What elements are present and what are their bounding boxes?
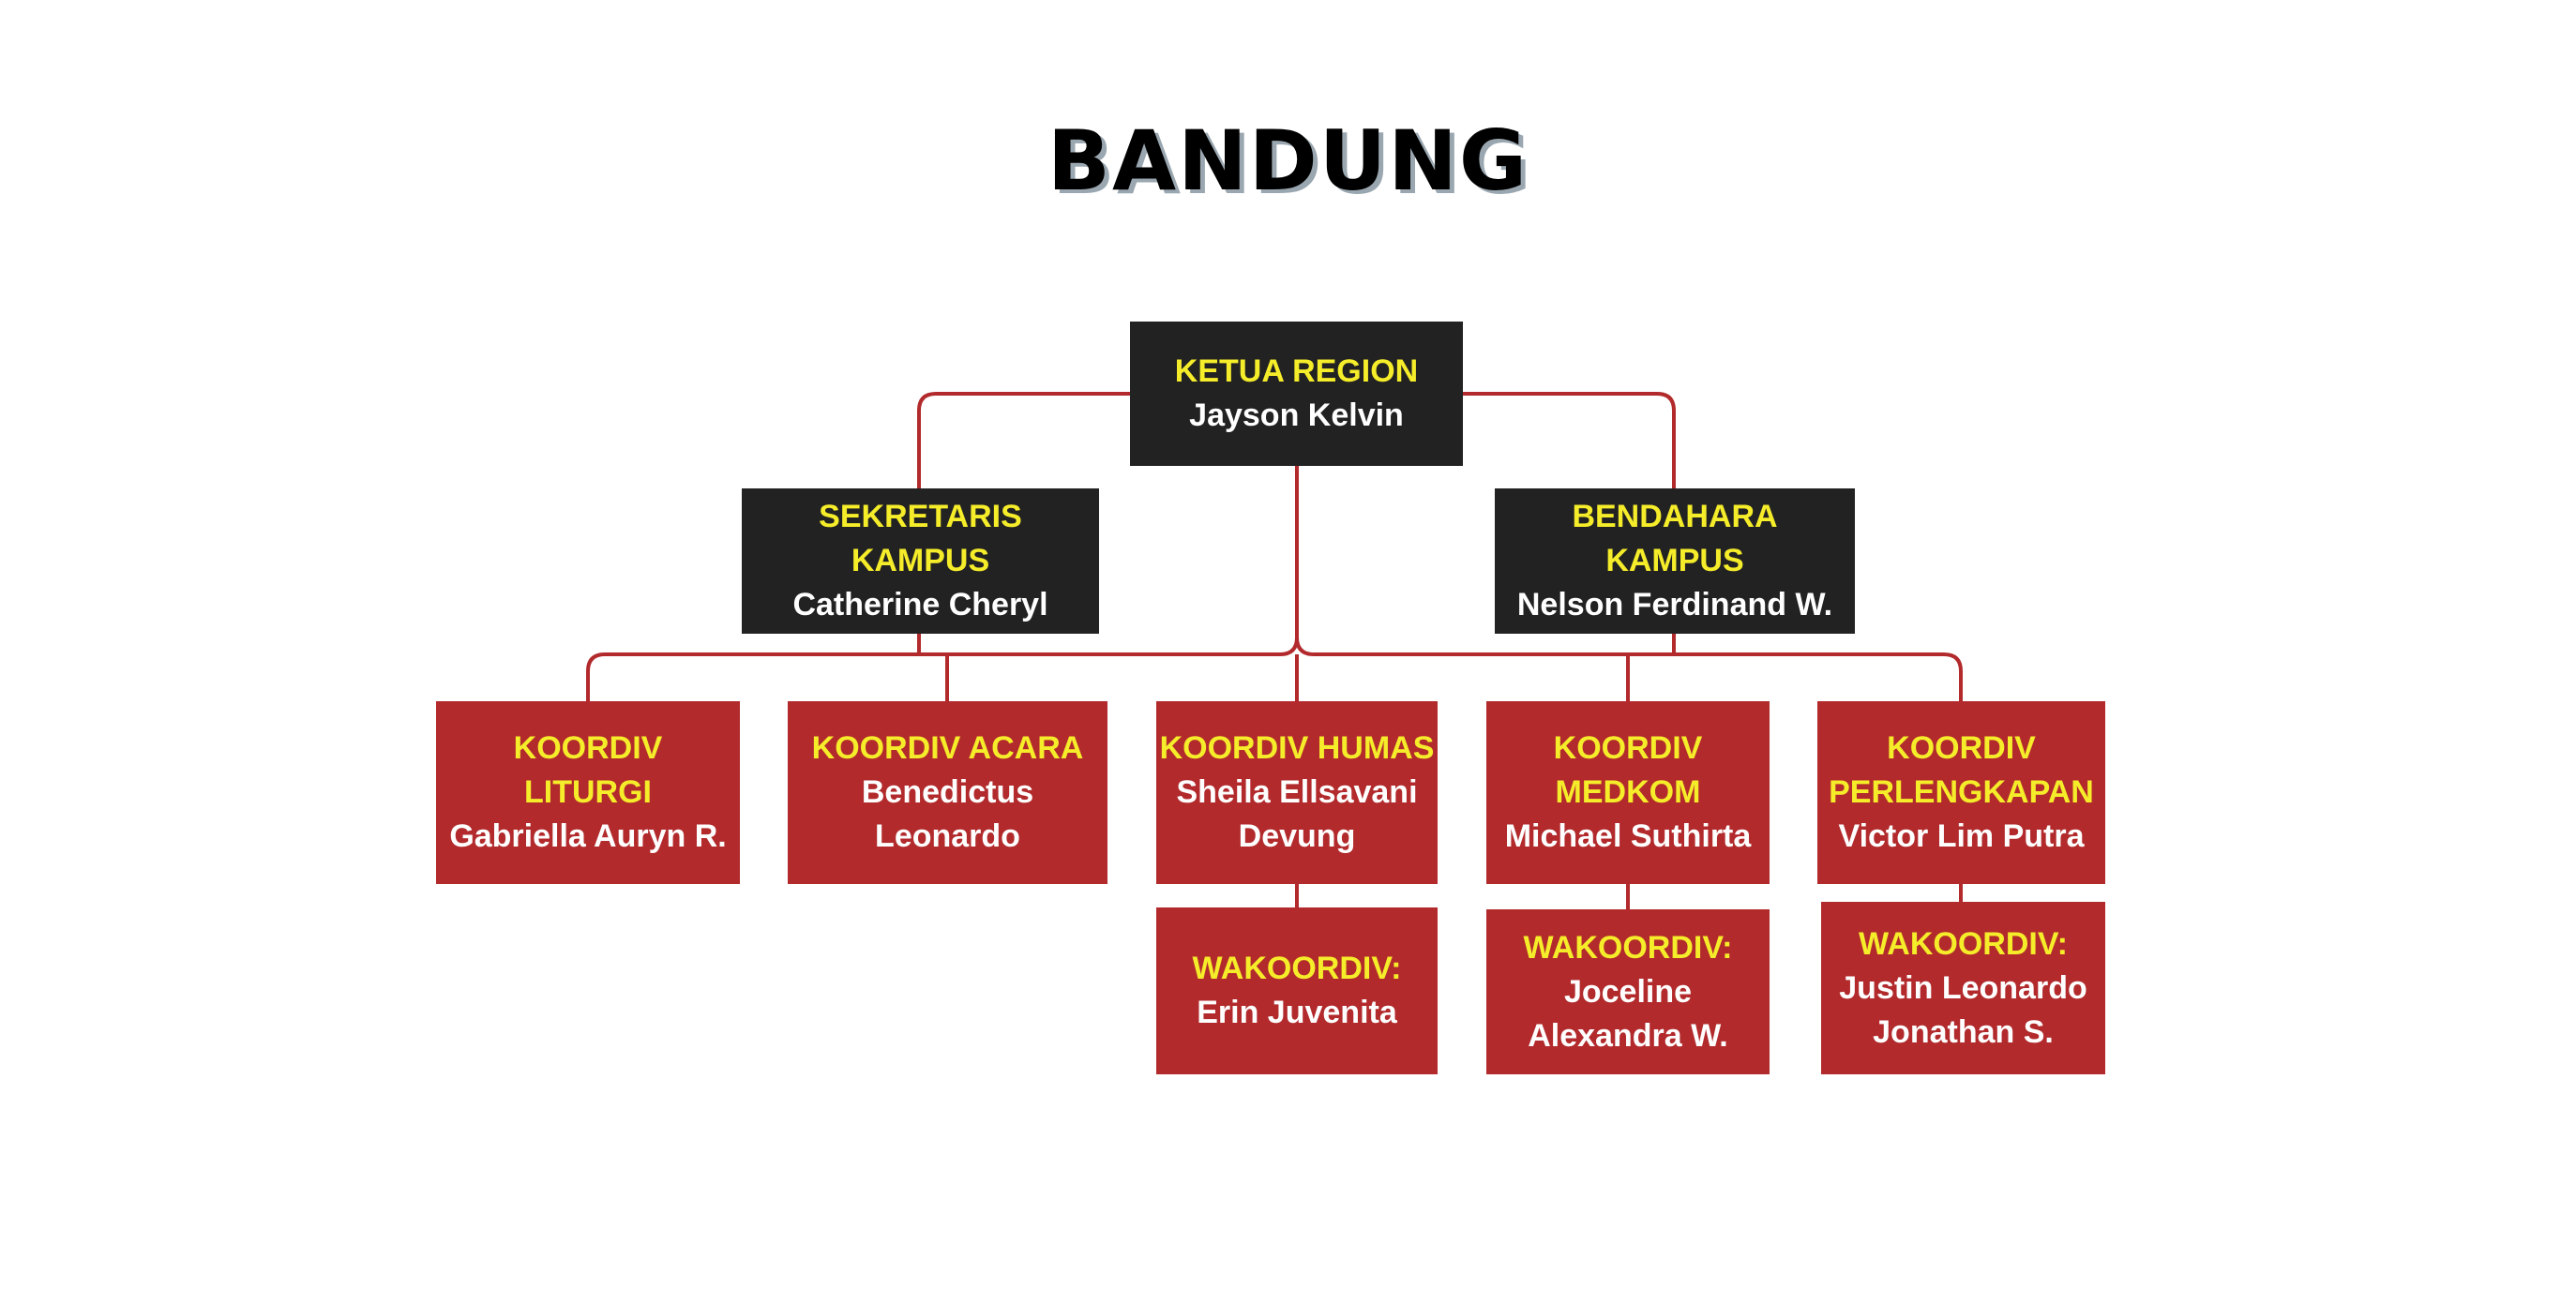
node-name: Victor Lim Putra <box>1838 818 2085 854</box>
node-name: Justin Leonardo Jonathan S. <box>1839 969 2087 1050</box>
node-name: Sheila Ellsavani Devung <box>1176 774 1418 854</box>
node-role: WAKOORDIV: <box>1859 925 2068 962</box>
node-ketua-region: KETUA REGION Jayson Kelvin <box>1130 322 1463 466</box>
node-bendahara-kampus: BENDAHARA KAMPUS Nelson Ferdinand W. <box>1495 488 1855 634</box>
chart-title: BANDUNG <box>1047 112 1529 209</box>
node-role: KOORDIV HUMAS <box>1159 730 1435 766</box>
node-koordiv-perlengkapan: KOORDIV PERLENGKAPAN Victor Lim Putra <box>1817 701 2105 884</box>
node-name: Gabriella Auryn R. <box>449 818 727 854</box>
node-koordiv-liturgi: KOORDIV LITURGI Gabriella Auryn R. <box>436 701 740 884</box>
node-role: KETUA REGION <box>1174 353 1419 389</box>
connector-trunk-right <box>1295 637 1963 701</box>
node-name: Joceline Alexandra W. <box>1528 973 1728 1054</box>
node-koordiv-medkom: KOORDIV MEDKOM Michael Suthirta <box>1486 701 1770 884</box>
node-role: KOORDIV PERLENGKAPAN <box>1829 730 2094 810</box>
node-role: SEKRETARIS KAMPUS <box>819 499 1022 578</box>
node-role: KOORDIV ACARA <box>811 730 1084 766</box>
node-wakoordiv-humas: WAKOORDIV: Erin Juvenita <box>1156 907 1438 1074</box>
node-role: KOORDIV MEDKOM <box>1553 730 1703 810</box>
connector-ketua-bendahara <box>1463 392 1676 488</box>
node-name: Michael Suthirta <box>1504 818 1752 854</box>
node-koordiv-acara: KOORDIV ACARA Benedictus Leonardo <box>788 701 1107 884</box>
node-role: WAKOORDIV: <box>1192 951 1402 986</box>
node-name: Erin Juvenita <box>1197 995 1397 1030</box>
node-name: Benedictus Leonardo <box>861 774 1034 854</box>
node-role: BENDAHARA KAMPUS <box>1572 499 1778 578</box>
node-wakoordiv-medkom: WAKOORDIV: Joceline Alexandra W. <box>1486 909 1770 1074</box>
node-role: WAKOORDIV: <box>1523 929 1733 966</box>
connector-ketua-sekretaris <box>917 392 1130 488</box>
node-wakoordiv-perlengkapan: WAKOORDIV: Justin Leonardo Jonathan S. <box>1821 902 2105 1074</box>
node-name: Catherine Cheryl <box>792 587 1048 622</box>
node-koordiv-humas: KOORDIV HUMAS Sheila Ellsavani Devung <box>1156 701 1438 884</box>
node-sekretaris-kampus: SEKRETARIS KAMPUS Catherine Cheryl <box>742 488 1099 634</box>
node-name: Jayson Kelvin <box>1189 397 1404 433</box>
node-name: Nelson Ferdinand W. <box>1516 587 1833 622</box>
node-role: KOORDIV LITURGI <box>513 730 663 810</box>
